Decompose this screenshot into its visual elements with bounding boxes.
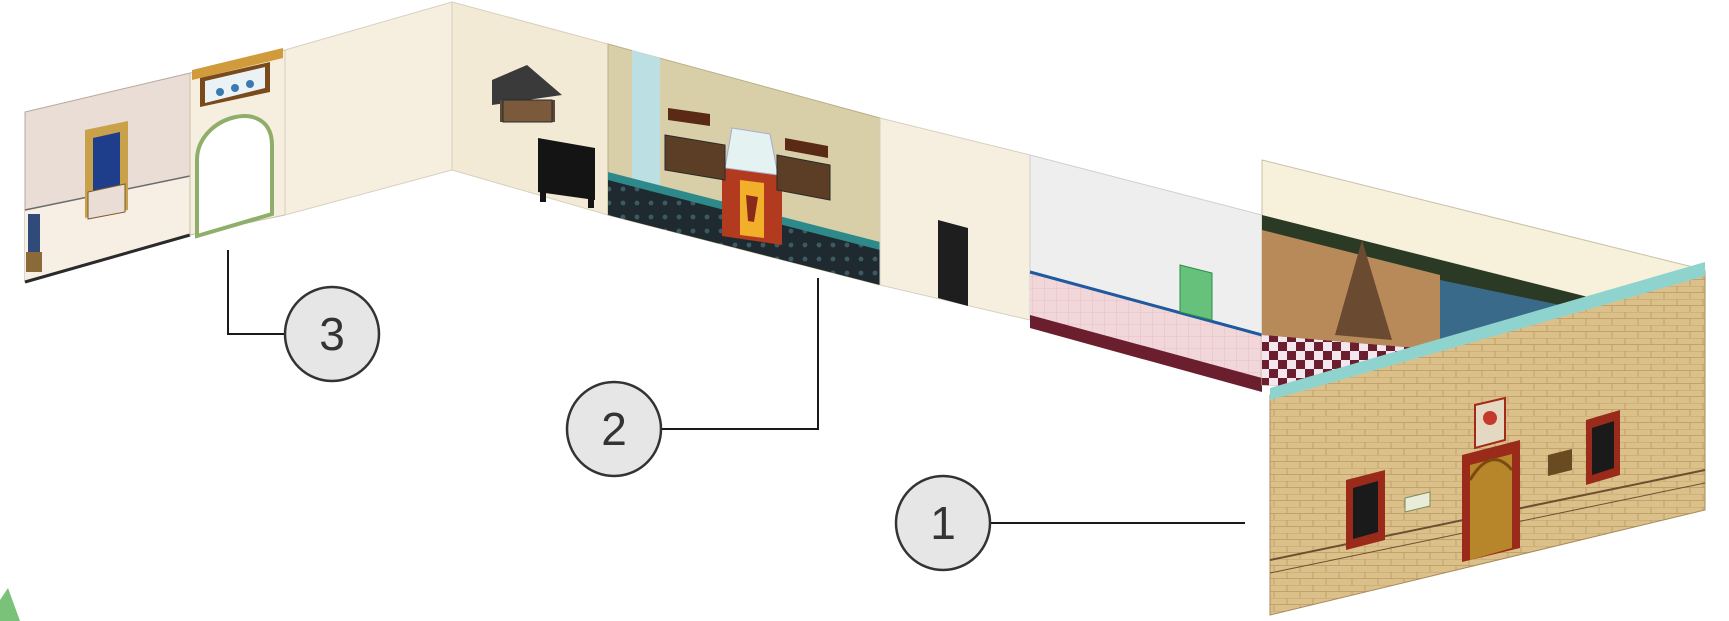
dark-door <box>938 220 968 306</box>
callout-1: 1 <box>894 474 992 572</box>
facade-coat-of-arms <box>1474 396 1506 450</box>
wall-segment-door <box>879 117 1031 321</box>
upright-piano <box>538 138 595 208</box>
niche-window <box>85 121 128 220</box>
callout-3-label: 3 <box>319 308 345 360</box>
facade-plaque <box>1548 449 1572 476</box>
facade-wall <box>1269 262 1706 616</box>
callout-3: 3 <box>283 285 381 383</box>
facade-crenellation <box>1270 262 1705 400</box>
green-shutter <box>1179 264 1213 321</box>
leader-line-3 <box>227 250 285 335</box>
callout-2: 2 <box>565 380 663 478</box>
callout-1-label: 1 <box>930 497 956 549</box>
wall-segment-piano <box>492 65 595 208</box>
facade-main-door <box>1462 440 1520 562</box>
horseshoe-arch-opening <box>195 114 274 239</box>
leader-lines <box>227 250 1245 524</box>
tile-panel-above-arch <box>200 62 270 107</box>
pedimented-window <box>492 65 562 123</box>
facade-window-left <box>1346 470 1385 550</box>
leader-line-2 <box>660 278 819 430</box>
wall-segment-arch <box>189 48 286 239</box>
callout-2-label: 2 <box>601 403 627 455</box>
wall-segment-tiled <box>1029 154 1263 392</box>
wall-segment-pink <box>24 72 191 284</box>
facade-sign <box>1404 491 1431 513</box>
mural-tower <box>1335 240 1392 340</box>
facade-window-right <box>1586 410 1620 485</box>
side-chair <box>26 214 42 272</box>
fireplace <box>722 127 782 245</box>
wall-segment-fireplace <box>607 43 881 286</box>
corner-mark <box>0 588 20 621</box>
fireplace-windows <box>664 108 831 201</box>
